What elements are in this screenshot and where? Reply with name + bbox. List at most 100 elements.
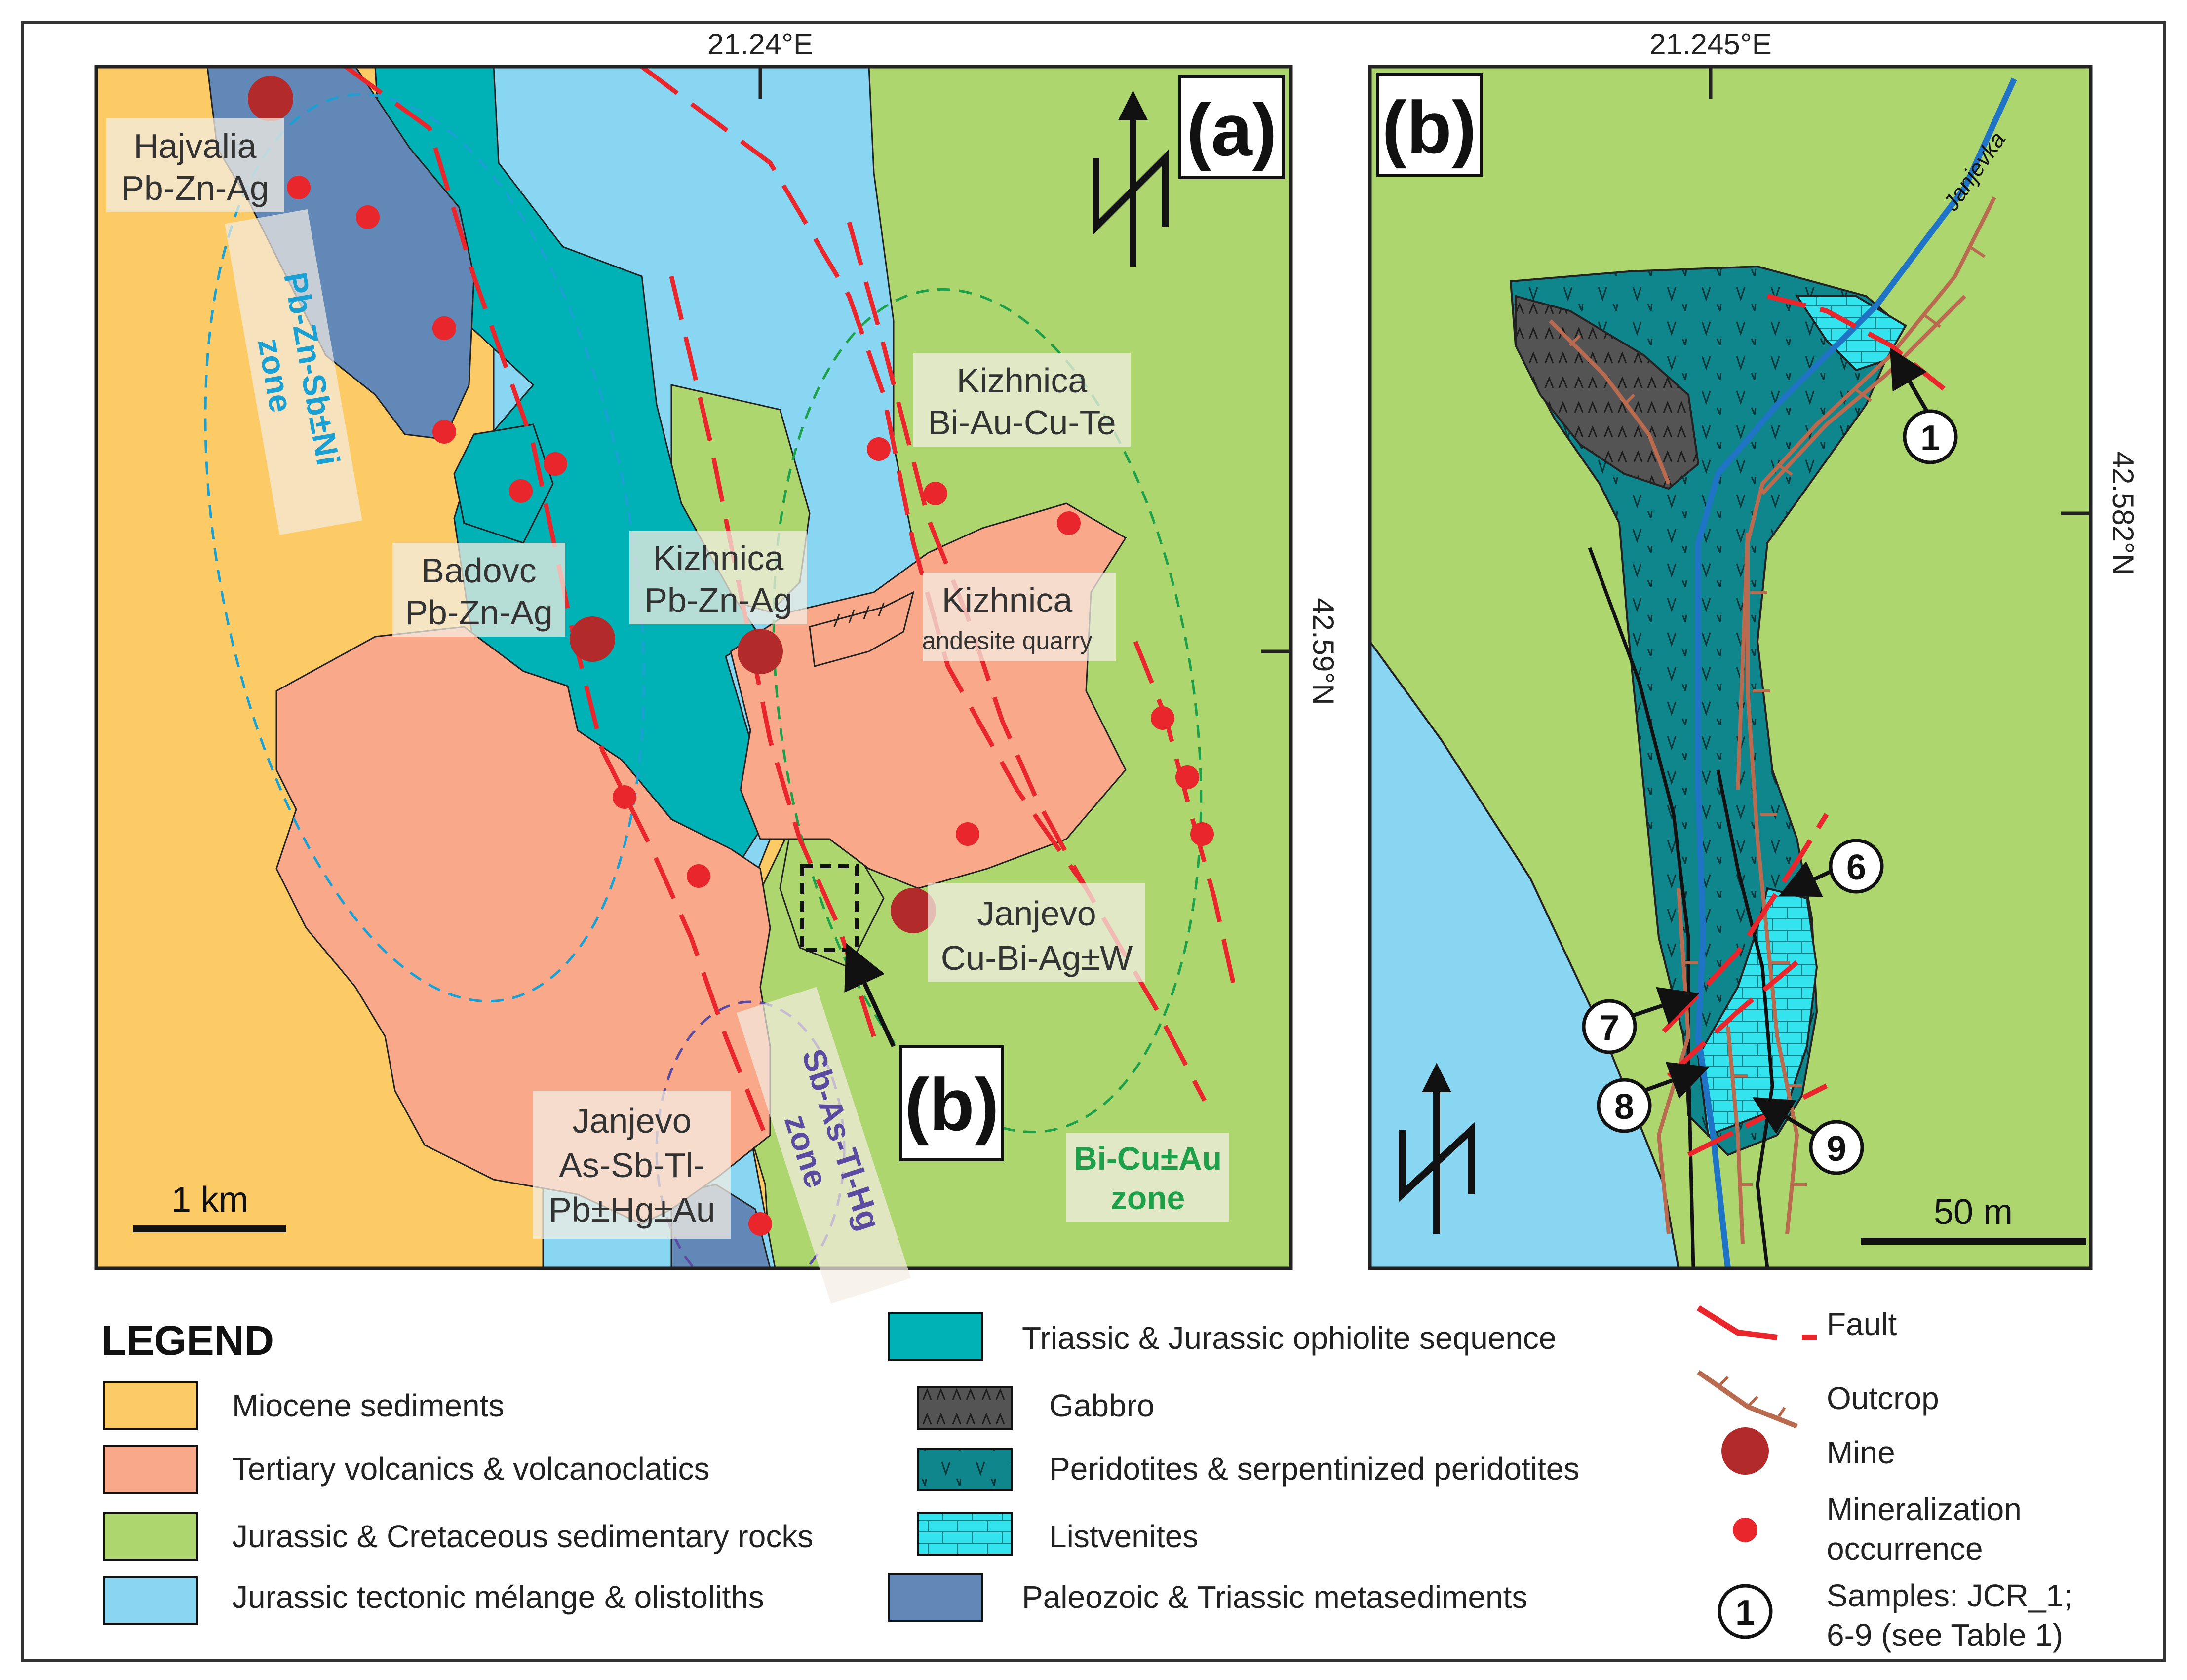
listvenite-body-south (1697, 887, 1818, 1137)
pb-zn-sb-ni-zone-outline (204, 93, 645, 1003)
sample-marker-7: 7 (1582, 987, 1700, 1054)
occurrence-point (867, 437, 891, 461)
svg-text:Listvenites: Listvenites (1049, 1519, 1198, 1554)
panel-a-label-box (1178, 75, 1285, 179)
occurrence-point (356, 205, 380, 229)
svg-text:Hajvalia: Hajvalia (134, 127, 257, 165)
north-arrow-icon (1093, 90, 1169, 267)
svg-text:1: 1 (1735, 1593, 1755, 1633)
legend-title: LEGEND (101, 1317, 274, 1364)
svg-text:Fault: Fault (1827, 1306, 1897, 1342)
occurrence-point (1175, 765, 1199, 789)
quarry-hatch (833, 603, 885, 627)
legend-unit-peridotites: Peridotites & serpentinized peridotites (917, 1448, 1579, 1491)
svg-text:andesite quarry: andesite quarry (922, 627, 1093, 654)
scale-label-a: 1 km (171, 1180, 248, 1220)
legend-unit-listvenites: Listvenites (917, 1512, 1198, 1556)
coord-right-a: 42.59°N (1307, 598, 1340, 705)
legend-unit-tertiary: Tertiary volcanics & volcanoclatics (103, 1445, 709, 1494)
svg-text:Kizhnica: Kizhnica (942, 581, 1073, 619)
occurrence-point (1190, 822, 1214, 846)
svg-text:Kizhnica: Kizhnica (653, 539, 784, 577)
panel-b-label: (b) (1382, 86, 1477, 169)
svg-text:Bi-Au-Cu-Te: Bi-Au-Cu-Te (928, 403, 1116, 442)
svg-text:Samples: JCR_1;: Samples: JCR_1; (1827, 1578, 2072, 1613)
contact-line-east (1716, 769, 1774, 1268)
inset-label: (b) (904, 1063, 999, 1146)
deposit-label-hajvalia: Hajvalia Pb-Zn-Ag (106, 118, 284, 212)
zone-label-bi-cu-au: Bi-Cu±Au zone (1066, 1133, 1229, 1222)
occurrence-point (924, 482, 947, 505)
scale-label-b: 50 m (1934, 1192, 2013, 1232)
svg-text:1: 1 (1920, 419, 1940, 458)
legend-outcrop: Outcrop (1697, 1370, 1939, 1429)
coord-top-b: 21.245°E (1649, 28, 1772, 61)
sample-marker-1: 1 (1889, 347, 1958, 464)
svg-text:Bi-Cu±Au: Bi-Cu±Au (1074, 1140, 1222, 1177)
inset-arrow (844, 943, 896, 1047)
panel-b-frame (1368, 65, 2093, 1270)
occurrence-point (287, 176, 311, 199)
svg-text:Peridotites & serpentinized pe: Peridotites & serpentinized peridotites (1049, 1451, 1579, 1487)
svg-text:Janjevo: Janjevo (977, 894, 1096, 933)
svg-text:7: 7 (1600, 1008, 1619, 1048)
deposit-label-janjevo-cubiag: Janjevo Cu-Bi-Ag±W (928, 883, 1145, 982)
coord-right-b: 42.582°N (2107, 452, 2140, 575)
legend-mine: Mine (1721, 1427, 1895, 1475)
panel-a-label: (a) (1186, 88, 1277, 171)
legend-unit-ophiolite: Triassic & Jurassic ophiolite sequence (888, 1312, 1557, 1361)
legend-unit-gabbro: Gabbro (917, 1386, 1154, 1430)
occurrence-point (1057, 511, 1081, 535)
mineralization-occurrences-a (287, 176, 1214, 1236)
legend-fault: Fault (1696, 1305, 1897, 1342)
north-arrow-icon (1399, 1063, 1475, 1234)
svg-text:Jurassic & Cretaceous sediment: Jurassic & Cretaceous sedimentary rocks (232, 1519, 813, 1554)
svg-text:8: 8 (1614, 1087, 1634, 1127)
svg-text:As-Sb-Tl-: As-Sb-Tl- (559, 1146, 705, 1184)
occurrence-point (432, 420, 456, 444)
svg-text:6-9 (see Table 1): 6-9 (see Table 1) (1827, 1617, 2063, 1653)
occurrence-point (687, 864, 710, 888)
deposit-label-janjevo-assbtl: Janjevo As-Sb-Tl- Pb±Hg±Au (533, 1091, 731, 1239)
panel-b-label-box (1376, 73, 1483, 177)
panel-a-map: (b) (a) 21.24°E 42.59°N 1 km Hajvalia Pb… (94, 28, 1340, 1304)
legend-unit-melange: Jurassic tectonic mélange & olistoliths (103, 1576, 764, 1625)
inset-location-box (800, 864, 859, 952)
mine-badovc (570, 616, 615, 662)
legend-unit-miocene: Miocene sediments (103, 1381, 504, 1430)
occurrence-point (544, 452, 567, 476)
inset-label-box (899, 1045, 1004, 1161)
deposit-label-andesite-quarry: Kizhnica andesite quarry (922, 573, 1116, 661)
panel-a-frame (94, 65, 1293, 1270)
deposit-label-kizhnica-pbznag: Kizhnica Pb-Zn-Ag (629, 531, 807, 624)
sample-marker-8: 8 (1597, 1062, 1710, 1133)
svg-text:Triassic & Jurassic ophiolite: Triassic & Jurassic ophiolite sequence (1022, 1320, 1557, 1356)
svg-text:Pb-Zn-Ag: Pb-Zn-Ag (644, 581, 792, 619)
svg-text:Janjevo: Janjevo (572, 1102, 691, 1140)
svg-text:Mine: Mine (1827, 1435, 1895, 1470)
svg-text:Outcrop: Outcrop (1827, 1380, 1939, 1416)
occurrence-point (956, 822, 979, 846)
tertiary-volcanics-area (275, 626, 771, 1225)
occurrence-point (509, 479, 533, 503)
sample-marker-9: 9 (1752, 1097, 1864, 1175)
sample-marker-6: 6 (1779, 839, 1884, 897)
bi-cu-au-zone-outline (772, 288, 1203, 1134)
svg-text:Gabbro: Gabbro (1049, 1388, 1154, 1423)
occurrence-point (613, 785, 636, 809)
svg-text:Jurassic tectonic mélange & ol: Jurassic tectonic mélange & olistoliths (232, 1579, 764, 1615)
legend-samples: 1 Samples: JCR_1; 6-9 (see Table 1) (1718, 1578, 2072, 1653)
svg-text:Cu-Bi-Ag±W: Cu-Bi-Ag±W (941, 939, 1133, 977)
occurrence-point (748, 1212, 772, 1236)
deposit-label-kizhnica-biaucute: Kizhnica Bi-Au-Cu-Te (913, 353, 1131, 447)
andesite-quarry-outline (809, 591, 915, 667)
outcrop-ticks-b (1568, 245, 1986, 1186)
svg-text:Tertiary volcanics & volcanocl: Tertiary volcanics & volcanoclatics (232, 1451, 709, 1487)
panel-b-map: Janjevka (b) 21.245°E 42.582°N 1 6 7 8 (1368, 28, 2140, 1270)
mine-hajvalia (248, 76, 293, 121)
svg-text:Pb-Zn-Ag: Pb-Zn-Ag (405, 593, 553, 632)
svg-text:Kizhnica: Kizhnica (957, 361, 1088, 400)
legend-unit-paleozoic: Paleozoic & Triassic metasediments (888, 1573, 1527, 1622)
occurrence-point (1151, 706, 1174, 730)
legend-mineralization-occurrence: Mineralization occurrence (1733, 1491, 2022, 1566)
